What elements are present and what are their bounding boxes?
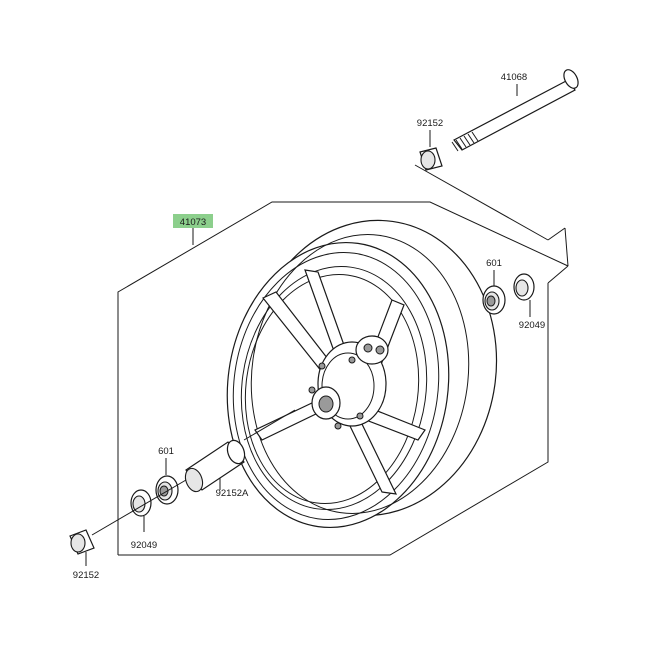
label-highlight (173, 214, 213, 228)
axis-line (91, 479, 187, 536)
label-rim[interactable]: 41073 (173, 214, 213, 245)
label-bearing-left-text: 601 (158, 446, 174, 457)
axle-frame (414, 164, 569, 267)
spacer[interactable]: 92152A (182, 409, 296, 499)
label-rim-text: 41073 (180, 217, 206, 228)
front-wheel[interactable] (209, 204, 515, 542)
collar-left[interactable]: 92152 (69, 529, 99, 581)
collar-right[interactable]: 92152 (417, 118, 443, 171)
label-seal-left-text: 92049 (131, 540, 157, 551)
label-collar-left-text: 92152 (73, 570, 99, 581)
label-seal-right-text: 92049 (519, 320, 545, 331)
seal-right[interactable]: 92049 (513, 273, 545, 331)
label-collar-right-text: 92152 (417, 118, 443, 129)
label-bearing-right-text: 601 (486, 258, 502, 269)
assembly-frame (117, 201, 569, 556)
axle[interactable]: 41068 (451, 67, 581, 152)
label-spacer-text: 92152A (216, 488, 249, 499)
label-axle-text: 41068 (501, 72, 527, 83)
wheel-hub (308, 335, 389, 430)
bearing-left[interactable]: 601 (155, 446, 179, 505)
axle-thread (451, 131, 479, 152)
bearing-right[interactable]: 601 (482, 258, 506, 315)
